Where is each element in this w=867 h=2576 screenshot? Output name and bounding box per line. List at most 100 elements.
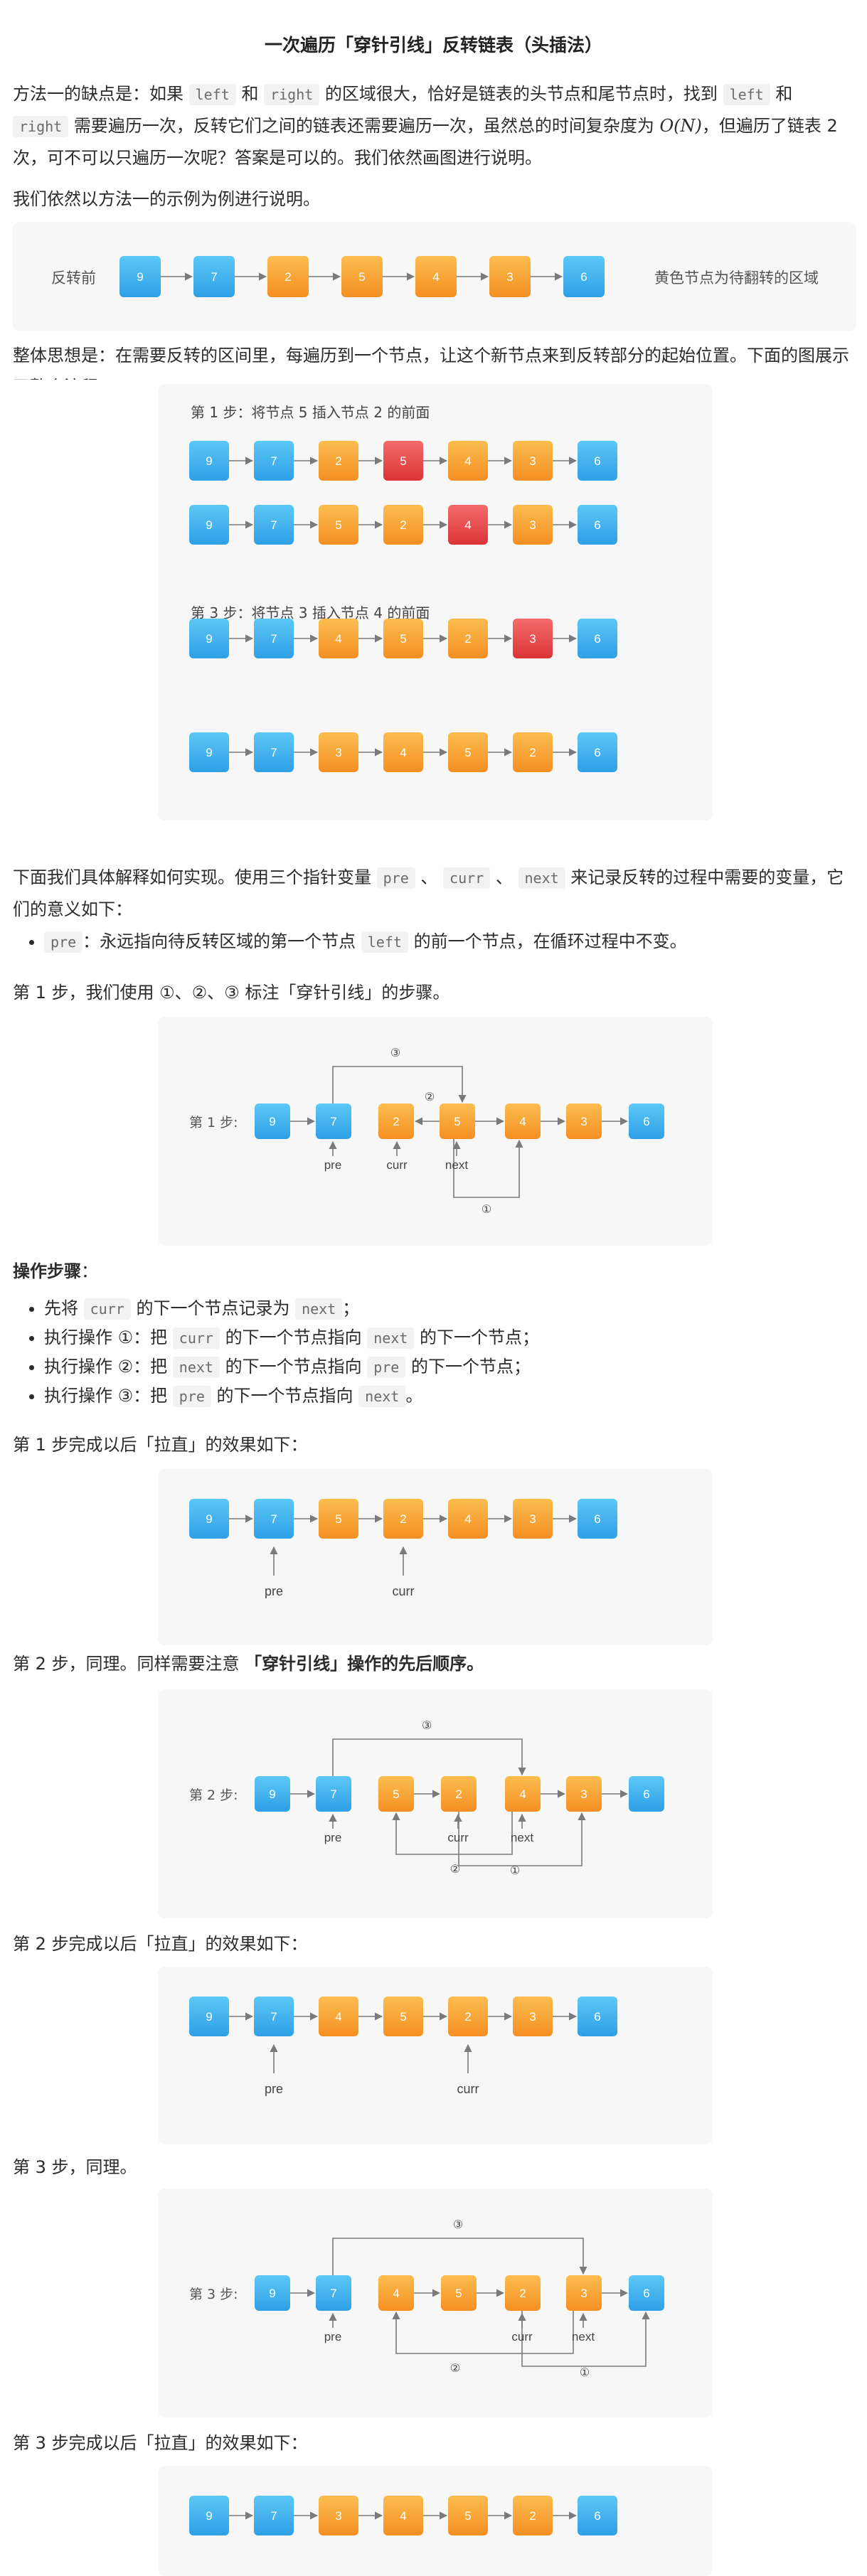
node-value: 9 — [206, 2509, 212, 2523]
list-node-5: 5 — [383, 619, 423, 658]
node-value: 4 — [335, 632, 341, 646]
node-value: 5 — [335, 518, 341, 532]
step-marker-2: ② — [450, 2363, 460, 2375]
step-marker-3: ③ — [390, 1047, 400, 1059]
pointer-label-pre: pre — [265, 1584, 283, 1598]
ops-heading: 操作步骤： — [13, 1256, 856, 1287]
node-value: 9 — [206, 632, 212, 646]
list-node-5: 5 — [448, 2496, 488, 2535]
list-node-7: 7 — [254, 505, 294, 545]
node-value: 3 — [580, 1115, 587, 1128]
text-segment: 、 — [490, 867, 513, 887]
text-segment: ； — [342, 1298, 360, 1318]
text-segment: 先将 — [44, 1298, 84, 1318]
list-node-3: 3 — [513, 1499, 553, 1539]
step-marker-1: ① — [510, 1865, 520, 1877]
list-node-4: 4 — [505, 1103, 541, 1139]
list-node-9: 9 — [255, 2275, 290, 2311]
inline-code: pre — [172, 1386, 211, 1407]
node-value: 6 — [594, 1512, 600, 1526]
pointer-label-pre: pre — [324, 2330, 342, 2343]
text-segment: 、 — [415, 867, 438, 887]
list-node-6: 6 — [578, 732, 617, 772]
node-value: 9 — [206, 1512, 212, 1526]
node-value: 6 — [594, 454, 600, 468]
node-value: 5 — [455, 2287, 462, 2300]
list-node-5: 5 — [383, 441, 423, 481]
list-item: pre：永远指向待反转区域的第一个节点 left 的前一个节点，在循环过程中不变… — [44, 927, 867, 956]
node-value: 4 — [393, 2287, 399, 2300]
text-segment: 的下一个节点记录为 — [130, 1298, 296, 1318]
inline-code-right: right — [13, 116, 69, 137]
step-marker-2: ② — [425, 1091, 435, 1103]
node-value: 2 — [400, 1512, 406, 1526]
node-value: 5 — [454, 1115, 460, 1128]
node-value: 7 — [270, 746, 277, 759]
link-arrow-2 — [392, 2311, 574, 2354]
list-node-9: 9 — [255, 1776, 290, 1812]
inline-code-pre: pre — [376, 867, 415, 889]
list-node-7: 7 — [254, 1997, 294, 2036]
list-node-2: 2 — [513, 732, 553, 772]
figure-label-before: 反转前 — [51, 269, 96, 287]
list-item: 先将 curr 的下一个节点记录为 next； — [44, 1294, 867, 1323]
list-node-7: 7 — [254, 732, 294, 772]
inline-code-left: left — [361, 931, 408, 953]
pointer-meaning-list: pre：永远指向待反转区域的第一个节点 left 的前一个节点，在循环过程中不变… — [13, 927, 867, 956]
node-value: 7 — [270, 2010, 277, 2024]
node-value: 6 — [643, 1787, 649, 1801]
list-node-9: 9 — [189, 1499, 229, 1539]
list-node-4: 4 — [383, 732, 423, 772]
step-marker-3: ③ — [453, 2219, 463, 2231]
node-value: 2 — [464, 632, 471, 646]
list-node-7: 7 — [254, 441, 294, 481]
paragraph-pointers: 下面我们具体解释如何实现。使用三个指针变量 pre 、 curr 、 next … — [13, 862, 856, 925]
list-node-9: 9 — [189, 619, 229, 658]
inline-code-curr: curr — [443, 867, 491, 889]
node-value: 3 — [335, 746, 341, 759]
list-node-6: 6 — [578, 2496, 617, 2535]
list-node-2: 2 — [383, 1499, 423, 1539]
node-value: 2 — [519, 2287, 526, 2300]
text-segment: 来记录反转的过程中需要的变量，它们的意义如下： — [13, 867, 844, 919]
text-segment: 方法一的缺点是：如果 — [13, 84, 189, 104]
link-arrow-1 — [458, 1812, 586, 1866]
list-node-5: 5 — [383, 1997, 423, 2036]
node-value: 9 — [137, 270, 143, 284]
node-value: 4 — [519, 1115, 526, 1128]
article-title: 一次遍历「穿针引线」反转链表（头插法） — [264, 35, 602, 55]
node-value: 9 — [206, 454, 212, 468]
node-value: 5 — [464, 746, 471, 759]
node-value: 7 — [330, 1115, 336, 1128]
node-value: 3 — [529, 2010, 536, 2024]
node-value: 7 — [270, 454, 277, 468]
paragraph-method-drawback: 方法一的缺点是：如果 left 和 right 的区域很大，恰好是链表的头节点和… — [13, 78, 856, 173]
pointer-label-curr: curr — [386, 1158, 408, 1172]
list-node-6: 6 — [629, 1776, 664, 1812]
node-value: 7 — [211, 270, 217, 284]
node-value: 3 — [580, 2287, 587, 2300]
list-node-9: 9 — [189, 2496, 229, 2535]
node-value: 7 — [330, 2287, 336, 2300]
node-value: 6 — [594, 2010, 600, 2024]
list-node-7: 7 — [254, 2496, 294, 2535]
pointer-label-next: next — [445, 1158, 468, 1172]
step1-caption: 第 1 步：将节点 5 插入节点 2 的前面 — [191, 404, 430, 421]
step-caption: 第 2 步: — [189, 1787, 238, 1803]
list-node-4: 4 — [415, 256, 457, 297]
ops-title: 操作步骤 — [13, 1261, 81, 1281]
node-value: 3 — [529, 454, 536, 468]
list-node-7: 7 — [254, 619, 294, 658]
list-node-2: 2 — [505, 2275, 541, 2311]
list-node-5: 5 — [448, 732, 488, 772]
link-arrow-1 — [453, 1139, 523, 1198]
text-segment: 和 — [235, 84, 265, 104]
list-node-2: 2 — [383, 505, 423, 545]
